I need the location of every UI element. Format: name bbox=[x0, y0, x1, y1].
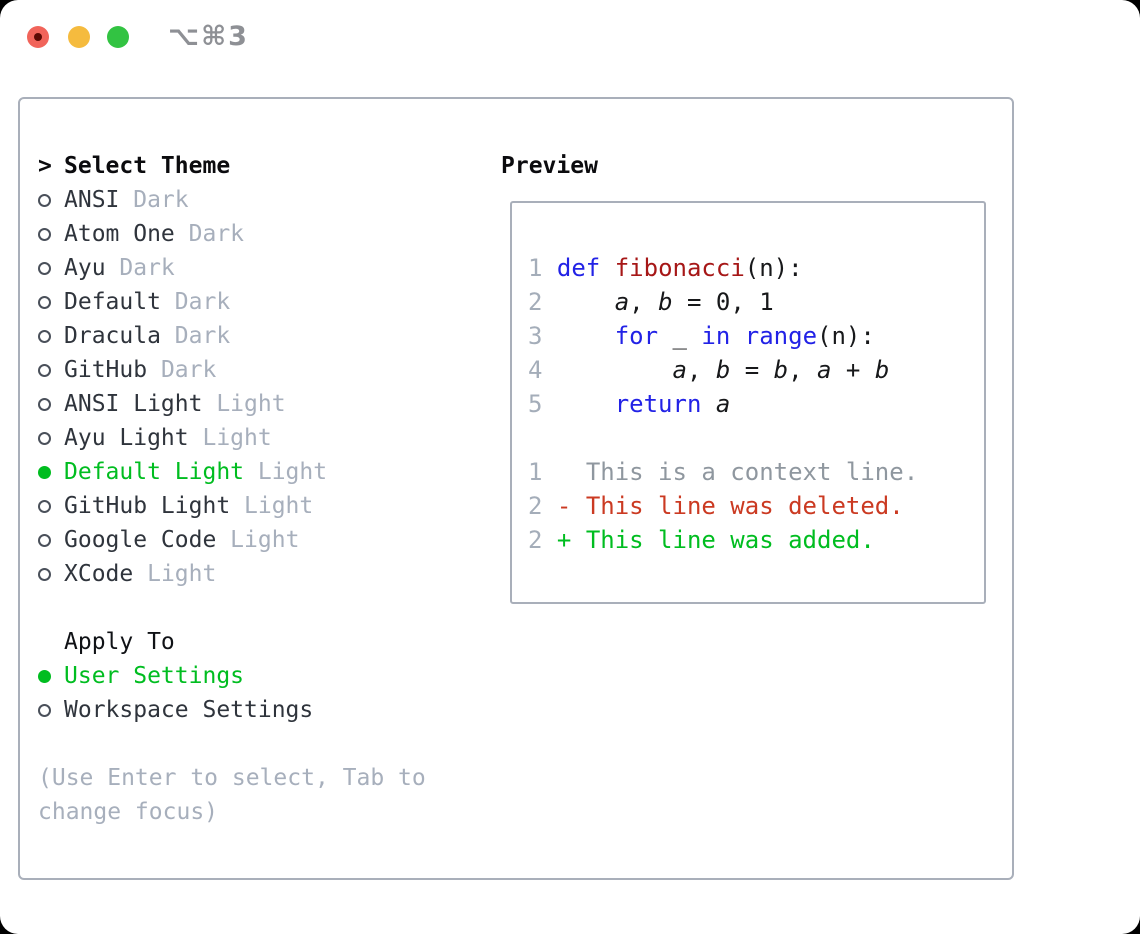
preview-box: 1 def fibonacci(n): 2 a, b = 0, 1 3 for _ … bbox=[510, 201, 986, 604]
line-number: 2 bbox=[528, 288, 557, 316]
theme-option-ayu-light-label: Ayu Light bbox=[64, 425, 189, 451]
radio-icon bbox=[38, 329, 51, 343]
diff-text: This is a context line. bbox=[585, 458, 919, 486]
code-line: 1 def fibonacci(n): bbox=[528, 254, 803, 282]
theme-option-ayu-label: Ayu bbox=[64, 255, 106, 281]
code-line: 4 a, b = b, a + b bbox=[528, 356, 890, 384]
theme-option-default-label: Default bbox=[64, 289, 161, 315]
diff-line-add: 2 + This line was added. bbox=[528, 523, 918, 557]
theme-option-default[interactable]: Default Dark bbox=[38, 285, 466, 319]
theme-variant-tag: Dark bbox=[119, 187, 189, 213]
close-button[interactable] bbox=[27, 26, 49, 48]
radio-icon bbox=[38, 431, 51, 445]
theme-option-google-code-label: Google Code bbox=[64, 527, 217, 553]
radio-selected-icon bbox=[38, 465, 51, 479]
window-title: ⌥⌘3 bbox=[168, 21, 249, 52]
apply-to-header: Apply To bbox=[38, 625, 466, 659]
line-number: 4 bbox=[528, 356, 557, 384]
diff-sign: + bbox=[556, 526, 586, 554]
apply-to-title: Apply To bbox=[64, 629, 175, 655]
diff-sign: - bbox=[556, 492, 586, 520]
theme-option-github-label: GitHub bbox=[64, 357, 148, 383]
radio-icon bbox=[38, 397, 51, 411]
theme-option-ansi-light-label: ANSI Light bbox=[64, 391, 203, 417]
apply-option-workspace-settings[interactable]: Workspace Settings bbox=[38, 693, 466, 727]
titlebar: ⌥⌘3 bbox=[0, 0, 1140, 70]
diff-line-del: 2 - This line was deleted. bbox=[528, 489, 918, 523]
theme-variant-tag: Light bbox=[188, 425, 272, 451]
apply-option-user-settings-label: User Settings bbox=[64, 663, 245, 689]
blank-line bbox=[528, 421, 918, 455]
theme-option-github-light-label: GitHub Light bbox=[64, 493, 231, 519]
apply-option-workspace-settings-label: Workspace Settings bbox=[64, 697, 314, 723]
line-number: 5 bbox=[528, 390, 557, 418]
keyboard-hint: (Use Enter to select, Tab to change focu… bbox=[38, 765, 426, 825]
radio-icon bbox=[38, 499, 51, 513]
radio-icon bbox=[38, 261, 51, 275]
diff-text: This line was added. bbox=[585, 526, 875, 554]
radio-selected-icon bbox=[38, 669, 51, 683]
theme-option-ansi-light[interactable]: ANSI Light Light bbox=[38, 387, 466, 421]
theme-variant-tag: Dark bbox=[160, 323, 231, 349]
theme-option-default-light[interactable]: Default Light Light bbox=[38, 455, 466, 489]
apply-option-user-settings[interactable]: User Settings bbox=[38, 659, 466, 693]
theme-variant-tag: Light bbox=[244, 459, 328, 485]
theme-variant-tag: Light bbox=[230, 493, 314, 519]
line-number: 2 bbox=[528, 492, 557, 520]
theme-option-ansi-label: ANSI bbox=[64, 187, 120, 213]
theme-variant-tag: Dark bbox=[160, 289, 231, 315]
radio-icon bbox=[38, 193, 51, 207]
select-theme-header: > Select Theme bbox=[38, 149, 466, 183]
theme-option-ansi[interactable]: ANSI Dark bbox=[38, 183, 466, 217]
unsaved-dot-icon bbox=[34, 33, 42, 41]
theme-option-xcode-label: XCode bbox=[64, 561, 134, 587]
theme-variant-tag: Light bbox=[202, 391, 286, 417]
code-preview: 1 def fibonacci(n): 2 a, b = 0, 1 3 for _ … bbox=[528, 251, 918, 557]
select-theme-title: Select Theme bbox=[64, 153, 231, 179]
theme-option-default-light-label: Default Light bbox=[64, 459, 245, 485]
line-number: 1 bbox=[528, 458, 557, 486]
code-line: 3 for _ in range(n): bbox=[528, 322, 875, 350]
theme-option-xcode[interactable]: XCode Light bbox=[38, 557, 466, 591]
radio-icon bbox=[38, 363, 51, 377]
diff-line-ctx: 1 This is a context line. bbox=[528, 455, 918, 489]
theme-option-atom-one[interactable]: Atom One Dark bbox=[38, 217, 466, 251]
theme-variant-tag: Light bbox=[133, 561, 217, 587]
code-line: 5 return a bbox=[528, 390, 731, 418]
diff-text: This line was deleted. bbox=[585, 492, 904, 520]
theme-option-github-light[interactable]: GitHub Light Light bbox=[38, 489, 466, 523]
spacer bbox=[38, 591, 466, 625]
theme-option-dracula[interactable]: Dracula Dark bbox=[38, 319, 466, 353]
zoom-button[interactable] bbox=[107, 26, 129, 48]
theme-option-dracula-label: Dracula bbox=[64, 323, 161, 349]
preview-title: Preview bbox=[501, 153, 598, 179]
radio-icon bbox=[38, 703, 51, 717]
radio-icon bbox=[38, 567, 51, 581]
theme-option-ayu-light[interactable]: Ayu Light Light bbox=[38, 421, 466, 455]
line-number: 3 bbox=[528, 322, 557, 350]
theme-option-google-code[interactable]: Google Code Light bbox=[38, 523, 466, 557]
line-number: 2 bbox=[528, 526, 557, 554]
theme-option-ayu[interactable]: Ayu Dark bbox=[38, 251, 466, 285]
theme-variant-tag: Dark bbox=[174, 221, 245, 247]
code-line: 2 a, b = 0, 1 bbox=[528, 288, 774, 316]
prompt-icon: > bbox=[38, 153, 52, 179]
theme-option-github[interactable]: GitHub Dark bbox=[38, 353, 466, 387]
line-number: 1 bbox=[528, 254, 557, 282]
radio-icon bbox=[38, 295, 51, 309]
theme-variant-tag: Light bbox=[216, 527, 300, 553]
diff-sign bbox=[557, 458, 586, 486]
spacer bbox=[38, 727, 466, 761]
theme-variant-tag: Dark bbox=[147, 357, 217, 383]
theme-option-atom-one-label: Atom One bbox=[64, 221, 175, 247]
theme-variant-tag: Dark bbox=[105, 255, 175, 281]
radio-icon bbox=[38, 227, 51, 241]
minimize-button[interactable] bbox=[68, 26, 90, 48]
radio-icon bbox=[38, 533, 51, 547]
